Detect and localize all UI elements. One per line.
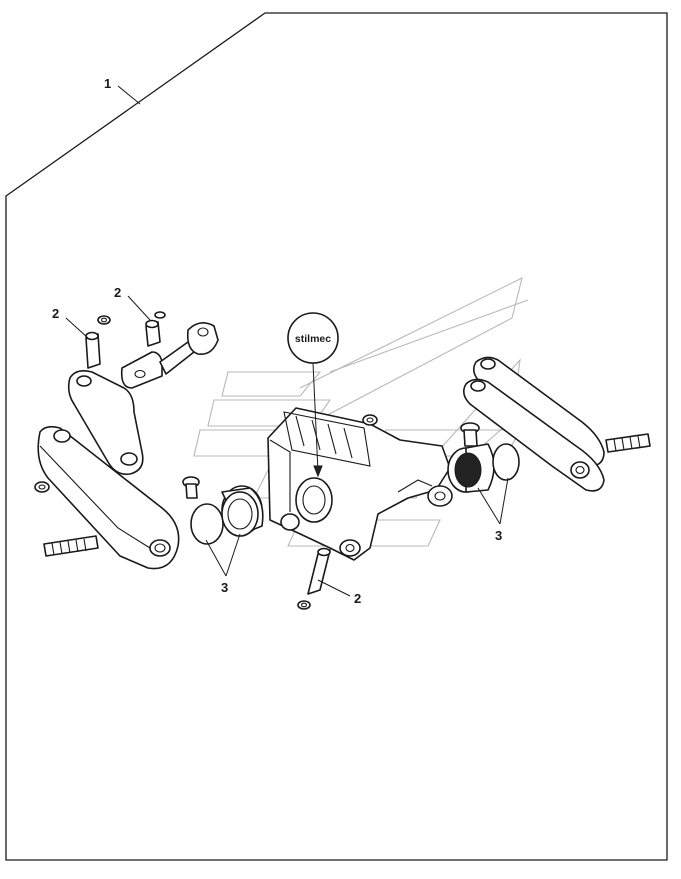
piston-left <box>190 485 264 545</box>
svg-text:stilmec: stilmec <box>295 333 331 345</box>
svg-text:2: 2 <box>354 591 361 606</box>
svg-text:3: 3 <box>221 580 228 595</box>
callout-2-top-pin: 2 <box>114 285 151 321</box>
left-stud <box>43 535 99 557</box>
left-inner-plate <box>67 370 144 476</box>
left-outer-arm <box>37 425 180 570</box>
washer-center-top <box>362 414 378 426</box>
bolt-right <box>460 422 480 447</box>
pin-center <box>297 547 331 610</box>
caliper-body <box>267 407 453 561</box>
stilmec-logo: stilmec <box>287 312 339 478</box>
pin-left <box>85 315 111 369</box>
svg-text:2: 2 <box>114 285 121 300</box>
piston-right <box>447 443 520 493</box>
callout-2-center-pin: 2 <box>317 579 361 606</box>
connecting-link <box>120 322 219 389</box>
right-stud <box>605 433 651 453</box>
pin-top <box>145 311 166 347</box>
callout-3-left-piston: 3 <box>205 533 241 595</box>
bolt-left <box>182 476 200 499</box>
callout-3-right-piston: 3 <box>477 477 509 543</box>
callout-1: 1 <box>104 76 141 105</box>
washer-left-lower <box>34 481 50 493</box>
svg-text:2: 2 <box>52 306 59 321</box>
svg-text:1: 1 <box>104 76 111 91</box>
callout-2-left-pin: 2 <box>52 306 89 339</box>
svg-text:3: 3 <box>495 528 502 543</box>
kit-frame <box>5 12 668 861</box>
right-arm-lower <box>462 378 605 492</box>
right-arm-upper <box>472 356 605 467</box>
